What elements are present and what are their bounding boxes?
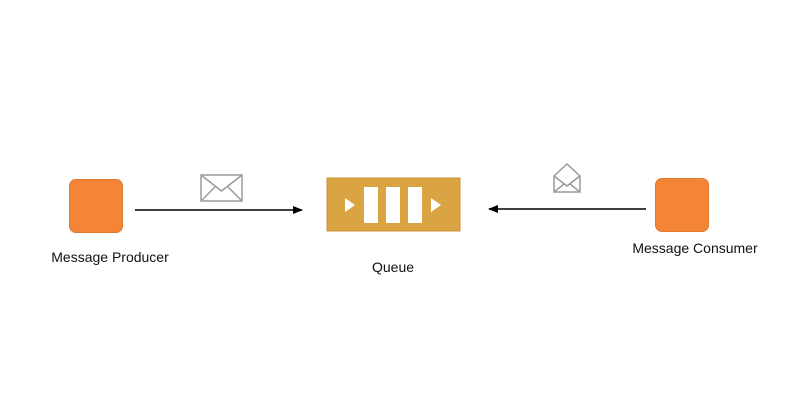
producer-node [69, 179, 123, 233]
queue-cell-1 [364, 187, 378, 223]
queue-cell-3 [408, 187, 422, 223]
queue-left-triangle [345, 198, 355, 212]
consumer-label: Message Consumer [632, 240, 758, 256]
queue-node [326, 177, 461, 232]
queue-right-triangle [431, 198, 441, 212]
consumer-node [655, 178, 709, 232]
closed-envelope-icon [200, 174, 243, 202]
queue-label: Queue [371, 259, 415, 275]
queue-cell-2 [386, 187, 400, 223]
producer-label: Message Producer [51, 249, 169, 265]
open-envelope-icon [553, 162, 581, 193]
